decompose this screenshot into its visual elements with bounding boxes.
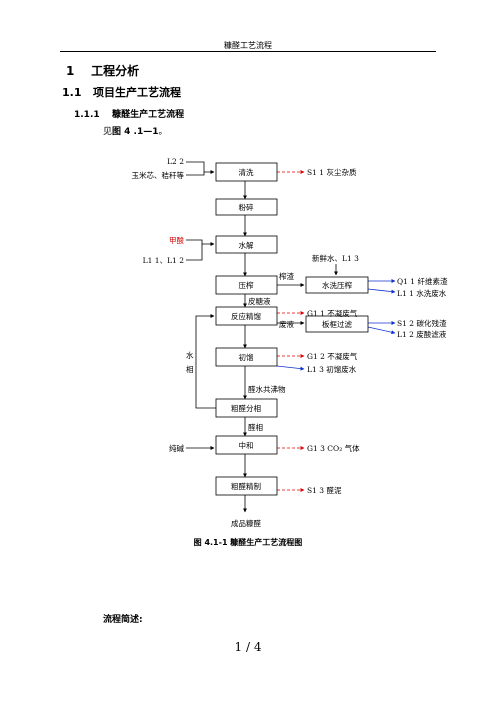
flow-label-water-phase-2: 相 <box>186 364 194 374</box>
discharge-lines <box>276 279 396 371</box>
input-l22: L2 2 <box>167 157 184 166</box>
box-neutralization <box>215 435 278 455</box>
input-labels: L2 2 玉米芯、秸秆等 甲酸 L1 1、L1 2 纯碱 <box>132 157 185 453</box>
heading-2: 1.1 项目生产工艺流程 <box>62 84 181 100</box>
box-hydrolysis <box>215 235 278 254</box>
page-number: 1 / 4 <box>234 640 262 654</box>
emission-l13: L1 3 初馏废水 <box>307 364 357 374</box>
flow-labels: 榨渣 皮糖液 废液 醛水共沸物 醛相 水 相 成品糠醛 <box>186 271 294 528</box>
emission-l11: L1 1 水洗废水 <box>397 288 447 298</box>
box-label-neutralization: 中和 <box>239 440 254 450</box>
page-header: 糠醛工艺流程 <box>224 41 272 50</box>
box-refining <box>215 476 278 496</box>
flow-label-water-phase-1: 水 <box>186 350 194 360</box>
figure-caption: 图 4.1-1 糠醛生产工艺流程图 <box>193 538 303 547</box>
box-press <box>215 275 278 295</box>
process-boxes <box>215 162 369 496</box>
input-fresh-water: 新鲜水、L1 3 <box>312 253 359 263</box>
emission-s12: S1 2 碳化残渣 <box>397 318 447 328</box>
box-label-plate-filter: 板框过滤 <box>322 319 352 329</box>
figure-reference-prefix: 见 <box>103 127 113 137</box>
box-label-hydrolysis: 水解 <box>239 240 254 250</box>
box-label-wash: 清洗 <box>239 167 254 177</box>
heading-3-number: 1.1.1 <box>74 110 100 120</box>
flow-label-sugar-liquid: 皮糖液 <box>248 296 271 306</box>
box-label-crush: 粉碎 <box>239 202 254 212</box>
figure-reference: 见图 4 .1—1。 <box>103 124 168 137</box>
heading-1-title: 工程分析 <box>91 64 140 78</box>
emission-s13: S1 3 醛泥 <box>307 485 342 495</box>
emission-l12: L1 2 废酸滤液 <box>397 329 447 339</box>
figure-reference-suffix: 。 <box>158 127 168 137</box>
box-phase-separation <box>215 398 278 418</box>
heading-2-number: 1.1 <box>62 86 82 99</box>
flow-label-azeotrope: 醛水共沸物 <box>248 384 286 394</box>
heading-2-title: 项目生产工艺流程 <box>93 86 181 99</box>
box-label-phase-separation: 粗醛分相 <box>231 403 261 413</box>
box-reactive-distillation <box>215 306 278 326</box>
heading-3: 1.1.1 糠醛生产工艺流程 <box>74 107 184 120</box>
input-raw-material: 玉米芯、秸秆等 <box>132 170 185 180</box>
emission-g11: G1 1 不凝废气 <box>307 308 358 318</box>
input-soda-ash: 纯碱 <box>169 443 184 453</box>
input-formic-acid: 甲酸 <box>169 235 184 245</box>
emission-g12: G1 2 不凝废气 <box>307 351 358 361</box>
header-rule <box>60 51 436 52</box>
box-plate-filter <box>305 315 369 333</box>
heading-1: 1 工程分析 <box>66 62 139 79</box>
flow-label-aldehyde-phase: 醛相 <box>248 422 263 432</box>
emission-labels: S1 1 灰尘杂质 Q1 1 纤维素渣 L1 1 水洗废水 G1 1 不凝废气 … <box>307 167 448 495</box>
box-wash-press <box>305 276 369 294</box>
heading-3-title: 糠醛生产工艺流程 <box>112 110 185 120</box>
main-flow-lines <box>186 161 338 513</box>
box-crush <box>215 198 278 216</box>
flow-label-product: 成品糠醛 <box>231 518 261 528</box>
emission-q11: Q1 1 纤维素渣 <box>397 276 448 286</box>
emission-s11: S1 1 灰尘杂质 <box>307 167 357 177</box>
box-label-press: 压榨 <box>239 280 254 290</box>
box-label-wash-press: 水洗压榨 <box>322 280 352 290</box>
box-wash <box>215 162 278 182</box>
emission-lines <box>277 170 305 492</box>
flow-label-waste-liquid: 废液 <box>279 319 294 329</box>
input-l11-l12: L1 1、L1 2 <box>143 256 185 265</box>
emission-g13: G1 3 CO₂ 气体 <box>307 443 360 453</box>
box-initial-distillation <box>215 347 278 367</box>
box-label-initial-distillation: 初馏 <box>239 352 254 362</box>
box-label-refining: 粗醛精制 <box>231 481 261 491</box>
figure-reference-link: 图 4 .1—1 <box>112 127 159 137</box>
box-label-reactive-distillation: 反应精馏 <box>231 311 261 321</box>
description-title: 流程简述: <box>103 615 143 625</box>
box-labels: 清洗 粉碎 水解 压榨 水洗压榨 反应精馏 板框过滤 初馏 粗醛分相 中和 粗醛… <box>231 167 352 491</box>
heading-1-number: 1 <box>66 64 75 78</box>
flow-label-residue: 榨渣 <box>279 271 294 281</box>
